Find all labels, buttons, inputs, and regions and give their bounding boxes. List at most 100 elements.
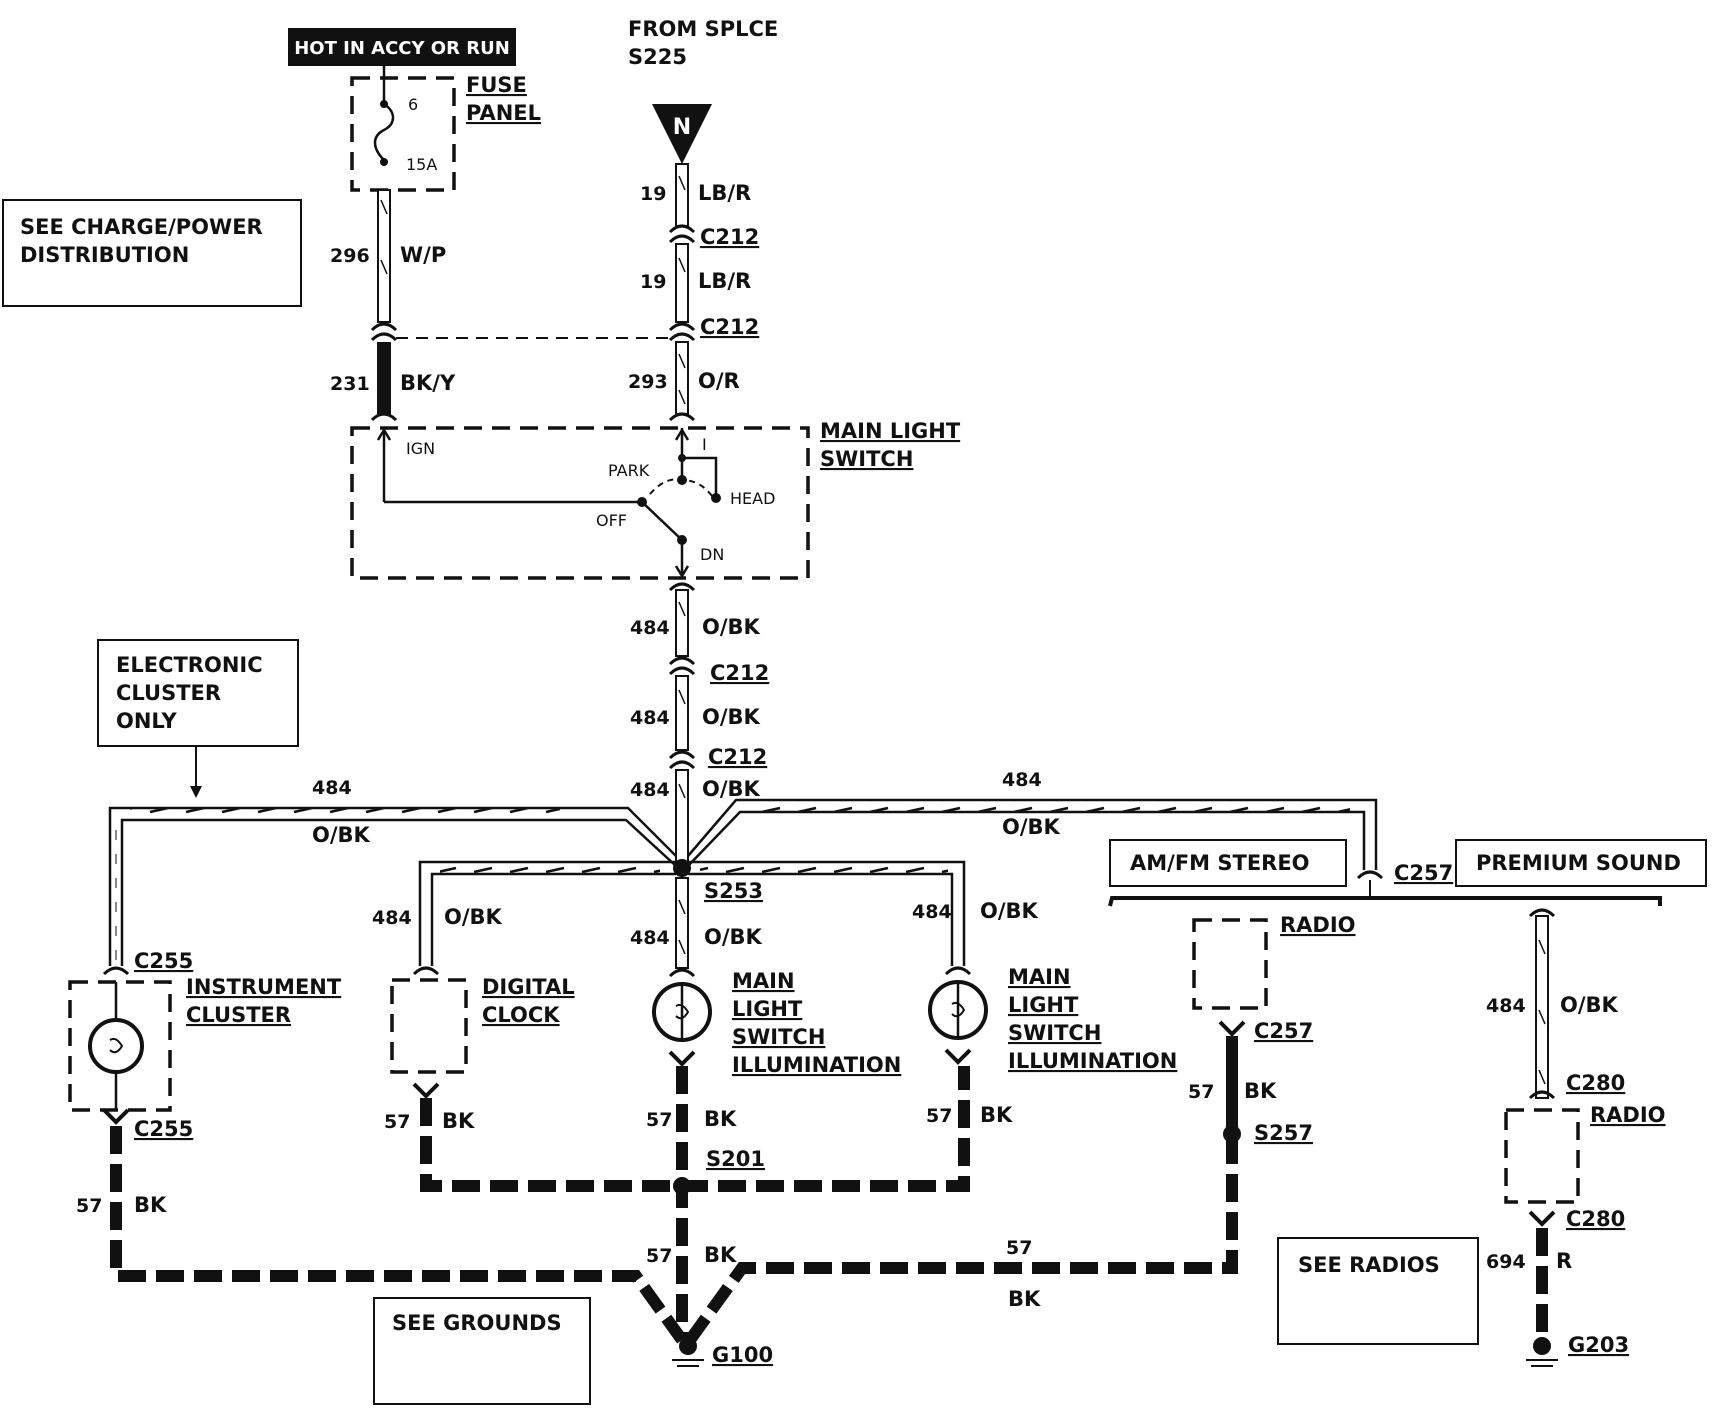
wire-57-center-color: BK xyxy=(704,1107,737,1131)
digital-clock-label-1: DIGITAL xyxy=(482,975,575,999)
premium-sound-label: PREMIUM SOUND xyxy=(1476,851,1681,875)
wire-19-number: 19 xyxy=(640,183,666,205)
wire-484-number-1: 484 xyxy=(630,617,670,639)
see-grounds-label: SEE GROUNDS xyxy=(392,1311,562,1335)
wire-484-mlsi2-number: 484 xyxy=(912,901,952,923)
ground-wire-cluster xyxy=(110,1126,687,1344)
wire-231-number: 231 xyxy=(330,373,370,395)
wire-694-number: 694 xyxy=(1486,1251,1526,1273)
wire-484-left-number: 484 xyxy=(312,777,352,799)
premium-sound-box xyxy=(1455,839,1707,887)
wire-484-premium-color: O/BK xyxy=(1560,993,1619,1017)
wire-19-color: LB/R xyxy=(698,181,751,205)
wire-484-center-color: O/BK xyxy=(704,925,763,949)
connector-c280-top: C280 xyxy=(1566,1071,1625,1095)
instrument-cluster-bulb-icon xyxy=(88,1018,144,1074)
electronic-cluster-note-1: ELECTRONIC xyxy=(116,653,263,677)
mlsi-center-label-2: LIGHT xyxy=(732,997,803,1021)
wire-293-color: O/R xyxy=(698,369,740,393)
mlsi-right-label-4: ILLUMINATION xyxy=(1008,1049,1177,1073)
splice-s253 xyxy=(673,859,691,877)
main-light-switch-title-2: SWITCH xyxy=(820,447,913,471)
mlsi-center-label-4: ILLUMINATION xyxy=(732,1053,901,1077)
wire-484-color-3: O/BK xyxy=(702,777,761,801)
wire-57-g100-number: 57 xyxy=(646,1245,672,1267)
ground-g203-label: G203 xyxy=(1568,1333,1629,1357)
wire-296-number: 296 xyxy=(330,245,370,267)
wire-484-clock-number: 484 xyxy=(372,907,412,929)
wire-484-right-number: 484 xyxy=(1002,769,1042,791)
wire-484-premium xyxy=(1535,915,1549,1099)
wire-293 xyxy=(675,341,689,415)
digital-clock-label-2: CLOCK xyxy=(482,1003,560,1027)
amfm-radio-label: RADIO xyxy=(1280,913,1356,937)
switch-head-label: HEAD xyxy=(730,489,775,508)
mlsi-center-label-1: MAIN xyxy=(732,969,795,993)
wire-484-color-2: O/BK xyxy=(702,705,761,729)
connector-c280-bottom: C280 xyxy=(1566,1207,1625,1231)
premium-radio-outline xyxy=(1504,1108,1580,1204)
wire-484-number-2: 484 xyxy=(630,707,670,729)
connector-c212-3: C212 xyxy=(710,661,769,685)
switch-dn-label: DN xyxy=(700,545,724,564)
wire-57-bottom-color: BK xyxy=(1008,1287,1041,1311)
connector-c257-top: C257 xyxy=(1394,861,1453,885)
main-light-switch-title-1: MAIN LIGHT xyxy=(820,419,961,443)
splice-s201-label: S201 xyxy=(706,1147,765,1171)
splice-s253-label: S253 xyxy=(704,879,763,903)
switch-i-label: I xyxy=(702,435,707,454)
ground-g203 xyxy=(1533,1337,1551,1355)
option-bracket xyxy=(1108,896,1662,907)
wire-19-lower xyxy=(675,243,689,323)
premium-radio-label: RADIO xyxy=(1590,1103,1666,1127)
connector-c257-bottom: C257 xyxy=(1254,1019,1313,1043)
instrument-cluster-outline xyxy=(68,980,172,1112)
connector-c212-4: C212 xyxy=(708,745,767,769)
harness-left xyxy=(108,806,677,966)
digital-clock-outline xyxy=(390,978,468,1074)
splice-s257 xyxy=(1223,1125,1241,1143)
fuse-panel-outline xyxy=(350,76,456,192)
fuse-number: 6 xyxy=(408,95,418,114)
main-light-switch-outline xyxy=(350,426,810,580)
wire-484-left-color: O/BK xyxy=(312,823,371,847)
wire-57-cluster-color: BK xyxy=(134,1193,167,1217)
instrument-cluster-label-1: INSTRUMENT xyxy=(186,975,342,999)
splice-n-letter: N xyxy=(673,115,691,140)
wire-484-right-color: O/BK xyxy=(1002,815,1061,839)
wire-57-radio-number: 57 xyxy=(1188,1081,1214,1103)
from-splice-label: FROM SPLCE xyxy=(628,17,778,41)
wire-57-radio-color: BK xyxy=(1244,1079,1277,1103)
wire-19-upper xyxy=(675,163,689,227)
wire-57-mlsi2-color: BK xyxy=(980,1103,1013,1127)
wire-296-color: W/P xyxy=(400,243,446,267)
am-fm-stereo-label: AM/FM STEREO xyxy=(1130,851,1310,875)
ground-g100 xyxy=(679,1337,697,1355)
mlsi-center-label-3: SWITCH xyxy=(732,1025,825,1049)
switch-park-label: PARK xyxy=(608,461,650,480)
from-splice-id: S225 xyxy=(628,45,687,69)
connector-c212-2: C212 xyxy=(700,315,759,339)
splice-n-triangle xyxy=(652,104,712,164)
wire-484-color-1: O/BK xyxy=(702,615,761,639)
see-radios-box xyxy=(1277,1237,1479,1345)
wire-484-main-2 xyxy=(675,675,689,751)
wire-484-number-3: 484 xyxy=(630,779,670,801)
fuse-panel-label-1: FUSE xyxy=(466,73,527,97)
splice-s257-label: S257 xyxy=(1254,1121,1313,1145)
wire-57-clock-color: BK xyxy=(442,1109,475,1133)
wire-19-color-2: LB/R xyxy=(698,269,751,293)
wire-484-main-1 xyxy=(675,589,689,657)
wire-19-number-2: 19 xyxy=(640,271,666,293)
connector-c255-bottom: C255 xyxy=(134,1117,193,1141)
hot-label: HOT IN ACCY OR RUN xyxy=(294,38,510,59)
fuse-panel-label-2: PANEL xyxy=(466,101,541,125)
mlsi-right-label-1: MAIN xyxy=(1008,965,1071,989)
wire-484-clock-color: O/BK xyxy=(444,905,503,929)
wire-296 xyxy=(377,189,391,323)
electronic-cluster-note-box xyxy=(97,639,299,747)
fuse-symbol xyxy=(373,102,395,161)
wire-484-center xyxy=(675,877,689,969)
wire-57-center-number: 57 xyxy=(646,1109,672,1131)
